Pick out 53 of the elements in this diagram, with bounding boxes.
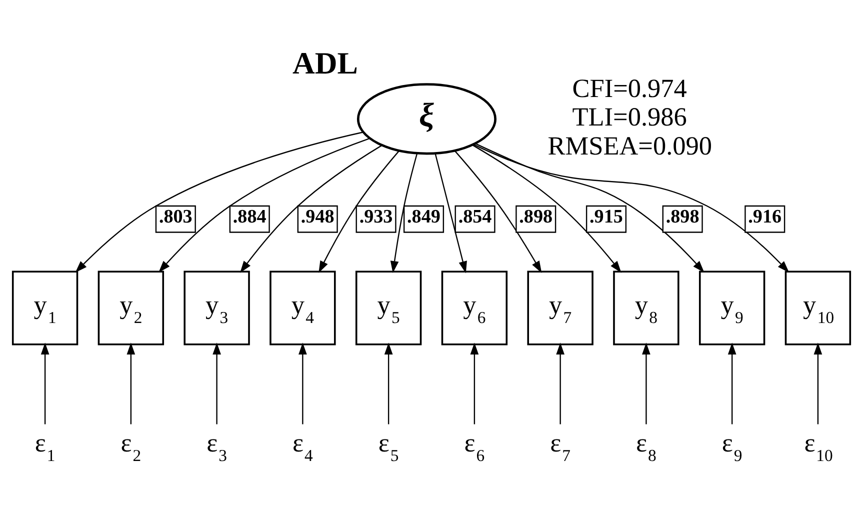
node-box: y$_{5}$ [355,270,422,346]
edge-label: .915 [590,206,623,228]
edge-label: .898 [519,206,553,228]
arrow [556,342,564,424]
arrow [240,144,382,273]
edge-label: .898 [666,206,700,228]
label: RMSEA=0.090 [548,131,712,160]
arrow [40,342,50,424]
arrow [298,342,307,424]
node-text: ε$_{8}$ [636,428,656,465]
edge-label: .948 [300,206,334,228]
label: CFI=0.974 [572,74,687,104]
node-box: y$_{8}$ [613,270,680,346]
node-text: ε$_{7}$ [550,428,570,465]
arrow [75,132,363,273]
node-text: ε$_{4}$ [292,428,313,465]
node-box: y$_{9}$ [698,270,766,346]
arrow [642,342,650,424]
node-box: y$_{10}$ [784,270,852,346]
node-text: ε$_{9}$ [722,428,742,465]
label: TLI=0.986 [572,102,687,132]
node-box: y$_{6}$ [441,270,508,346]
node-text: ε$_{10}$ [804,428,833,465]
node-text: ε$_{5}$ [378,428,399,465]
edge-label: .803 [158,206,192,228]
node-text: ε$_{6}$ [464,428,485,465]
node-box: y$_{2}$ [98,270,164,346]
arrow [814,342,822,424]
node-box: y$_{7}$ [527,270,594,346]
arrow [212,342,221,424]
edge-label: .933 [359,206,393,228]
arrow [390,153,418,273]
arrow [318,150,400,273]
node-box: y$_{1}$ [12,270,78,346]
node-text: ε$_{1}$ [34,428,56,465]
arrow [158,138,370,273]
node-text: ε$_{3}$ [206,428,227,465]
node-label: ADL [292,45,358,80]
edge-label: .849 [407,206,440,228]
arrow [384,342,393,424]
arrow [472,144,622,273]
arrow [126,342,136,424]
edge-label: .854 [458,206,492,228]
arrow [470,342,479,424]
node-text: ε$_{2}$ [120,428,142,465]
arrow [434,153,467,274]
edge-label: .884 [232,206,266,228]
node-ellipse: ξ [356,83,496,155]
node-box: y$_{3}$ [184,270,250,346]
node-box: y$_{4}$ [270,270,336,346]
arrow [728,342,736,424]
edge-label: .916 [748,206,782,228]
arrow [474,144,790,273]
